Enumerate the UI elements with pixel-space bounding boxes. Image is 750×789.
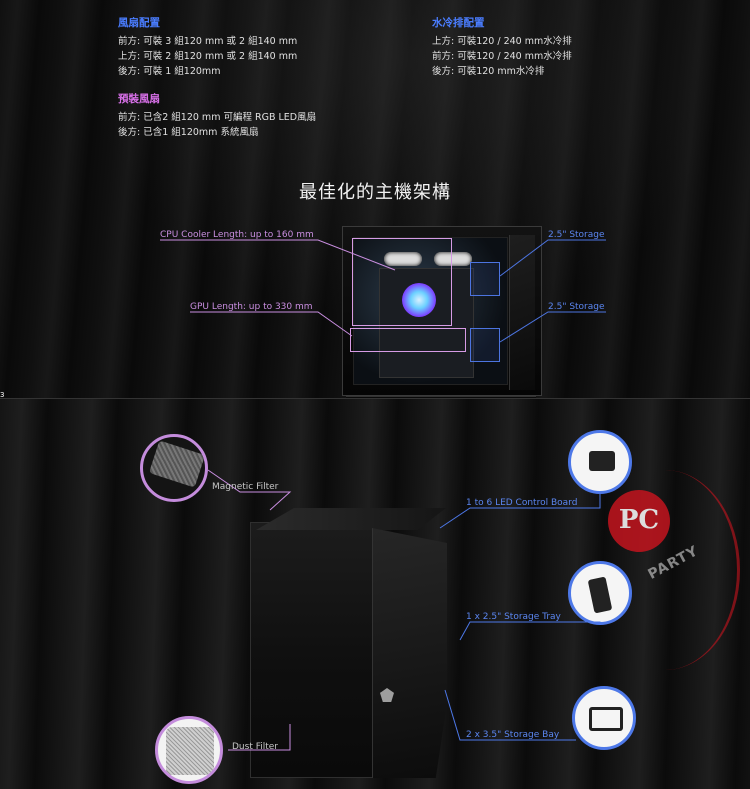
storage-bay-shape [589,707,623,731]
radiator-fan-icon [434,252,472,266]
fan-config-line: 前方: 可裝 3 組120 mm 或 2 組140 mm [118,36,298,47]
main-title: 最佳化的主機架構 [299,182,451,203]
fan-config-line: 上方: 可裝 2 組120 mm 或 2 組140 mm [118,51,298,62]
fan-config-line: 後方: 可裝 1 組120mm [118,66,221,77]
preinstalled-fan-line: 前方: 已含2 組120 mm 可編程 RGB LED風扇 [118,112,317,123]
watermark-arc [590,470,740,670]
magnetic-filter-label: Magnetic Filter [212,482,279,492]
preinstalled-fan-title: 預裝風扇 [118,93,160,105]
dust-filter-label: Dust Filter [232,742,279,752]
gpu-length-label: GPU Length: up to 330 mm [190,302,313,312]
magnetic-filter-icon [140,434,208,502]
fan-config-title: 風扇配置 [118,17,160,29]
storage-bottom-highlight [470,328,500,362]
water-config-line: 後方: 可裝120 mm水冷排 [432,66,545,77]
dust-filter-sheet [166,727,214,775]
storage-bay-label: 2 x 3.5" Storage Bay [466,730,560,740]
storage-bottom-label: 2.5" Storage [548,302,605,312]
page-marker: 3 [0,391,5,399]
magnetic-filter-sheet [148,440,205,488]
msi-dragon-logo-icon [380,688,394,702]
case-front-panel [372,528,447,778]
water-config-block: 水冷排配置 上方: 可裝120 / 240 mm水冷排 前方: 可裝120 / … [432,16,572,79]
preinstalled-fan-line: 後方: 已含1 組120mm 系統風扇 [118,127,259,138]
storage-top-label: 2.5" Storage [548,230,605,240]
led-control-board-label: 1 to 6 LED Control Board [466,498,578,508]
cooling-spec-panel: 風扇配置 前方: 可裝 3 組120 mm 或 2 組140 mm 上方: 可裝… [0,0,750,398]
led-control-board-icon [568,430,632,494]
dust-filter-icon [155,716,223,784]
led-board-shape [589,451,615,471]
storage-top-highlight [470,262,500,296]
storage-tray-label: 1 x 2.5" Storage Tray [466,612,561,622]
fan-config-block: 風扇配置 前方: 可裝 3 組120 mm 或 2 組140 mm 上方: 可裝… [118,16,297,79]
storage-tray-shape [587,576,613,614]
water-config-line: 前方: 可裝120 / 240 mm水冷排 [432,51,572,62]
case-exterior-image [250,508,450,780]
water-config-title: 水冷排配置 [432,17,485,29]
rgb-cooler-icon [402,283,436,317]
storage-tray-icon [568,561,632,625]
pcparty-watermark-logo: PC [608,490,670,552]
cpu-cooler-label: CPU Cooler Length: up to 160 mm [160,230,314,240]
case-side-panel [250,522,375,778]
gpu-highlight [350,328,466,352]
case-top-panel [256,508,446,530]
case-stand [346,396,536,398]
cpu-cooler-highlight [352,238,452,326]
preinstalled-fan-block: 預裝風扇 前方: 已含2 組120 mm 可編程 RGB LED風扇 後方: 已… [118,92,316,140]
water-config-line: 上方: 可裝120 / 240 mm水冷排 [432,36,572,47]
storage-bay-icon [572,686,636,750]
front-panel [509,235,535,390]
